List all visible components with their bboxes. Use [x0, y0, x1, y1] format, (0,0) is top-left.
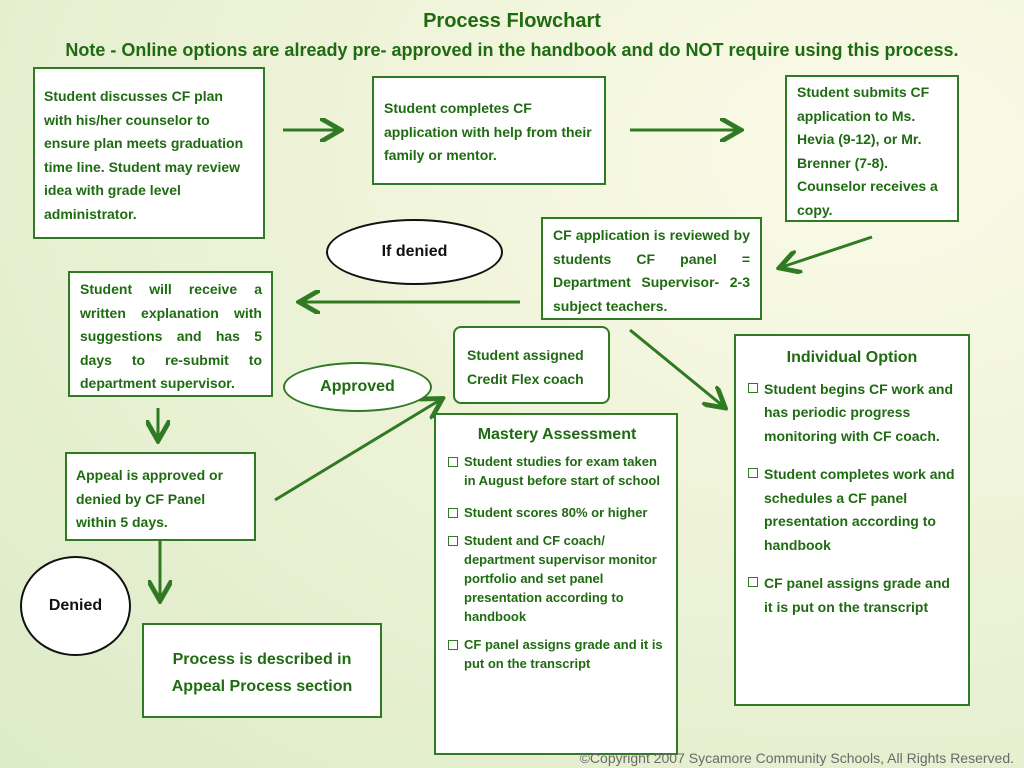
oval-if-denied: If denied — [326, 219, 503, 285]
mastery-item: CF panel assigns grade and it is put on … — [446, 635, 668, 673]
page-title: Process Flowchart — [423, 10, 601, 32]
box-coach-assigned: Student assigned Credit Flex coach — [453, 326, 610, 404]
oval-approved: Approved — [283, 362, 432, 412]
individual-item: Student completes work and schedules a C… — [746, 463, 958, 557]
oval-denied-label: Denied — [48, 597, 103, 614]
individual-item: CF panel assigns grade and it is put on … — [746, 572, 958, 619]
box-individual-option: Individual Option Student begins CF work… — [734, 334, 970, 706]
arrow-appeal-to-coach — [274, 400, 440, 502]
box-mastery-assessment: Mastery Assessment Student studies for e… — [434, 413, 678, 755]
arrow-review-to-individual — [629, 328, 723, 406]
copyright-footer: ©Copyright 2007 Sycamore Community Schoo… — [579, 750, 1014, 766]
box-discuss-plan: Student discusses CF plan with his/her c… — [33, 67, 265, 239]
mastery-title: Mastery Assessment — [477, 426, 637, 443]
box-application-reviewed: CF application is reviewed by students C… — [541, 217, 762, 320]
box-submit-application: Student submits CF application to Ms. He… — [785, 75, 959, 222]
individual-list: Student begins CF work and has periodic … — [746, 378, 958, 620]
mastery-item: Student studies for exam taken in August… — [446, 452, 668, 490]
page-note: Note - Online options are already pre- a… — [65, 40, 959, 60]
arrow-submit-to-review — [782, 235, 873, 267]
box-appeal-decision: Appeal is approved or denied by CF Panel… — [65, 452, 256, 541]
box-written-explanation: Student will receive a written explanati… — [68, 271, 273, 397]
individual-title: Individual Option — [786, 349, 918, 366]
mastery-item: Student and CF coach/ department supervi… — [446, 531, 668, 626]
mastery-list: Student studies for exam taken in August… — [446, 452, 668, 673]
oval-if-denied-label: If denied — [381, 243, 448, 260]
individual-item: Student begins CF work and has periodic … — [746, 378, 958, 449]
box-appeal-process: Process is described in Appeal Process s… — [142, 623, 382, 718]
oval-denied: Denied — [20, 556, 131, 656]
mastery-item: Student scores 80% or higher — [446, 503, 668, 522]
box-complete-application: Student completes CF application with he… — [372, 76, 606, 185]
oval-approved-label: Approved — [320, 378, 395, 395]
